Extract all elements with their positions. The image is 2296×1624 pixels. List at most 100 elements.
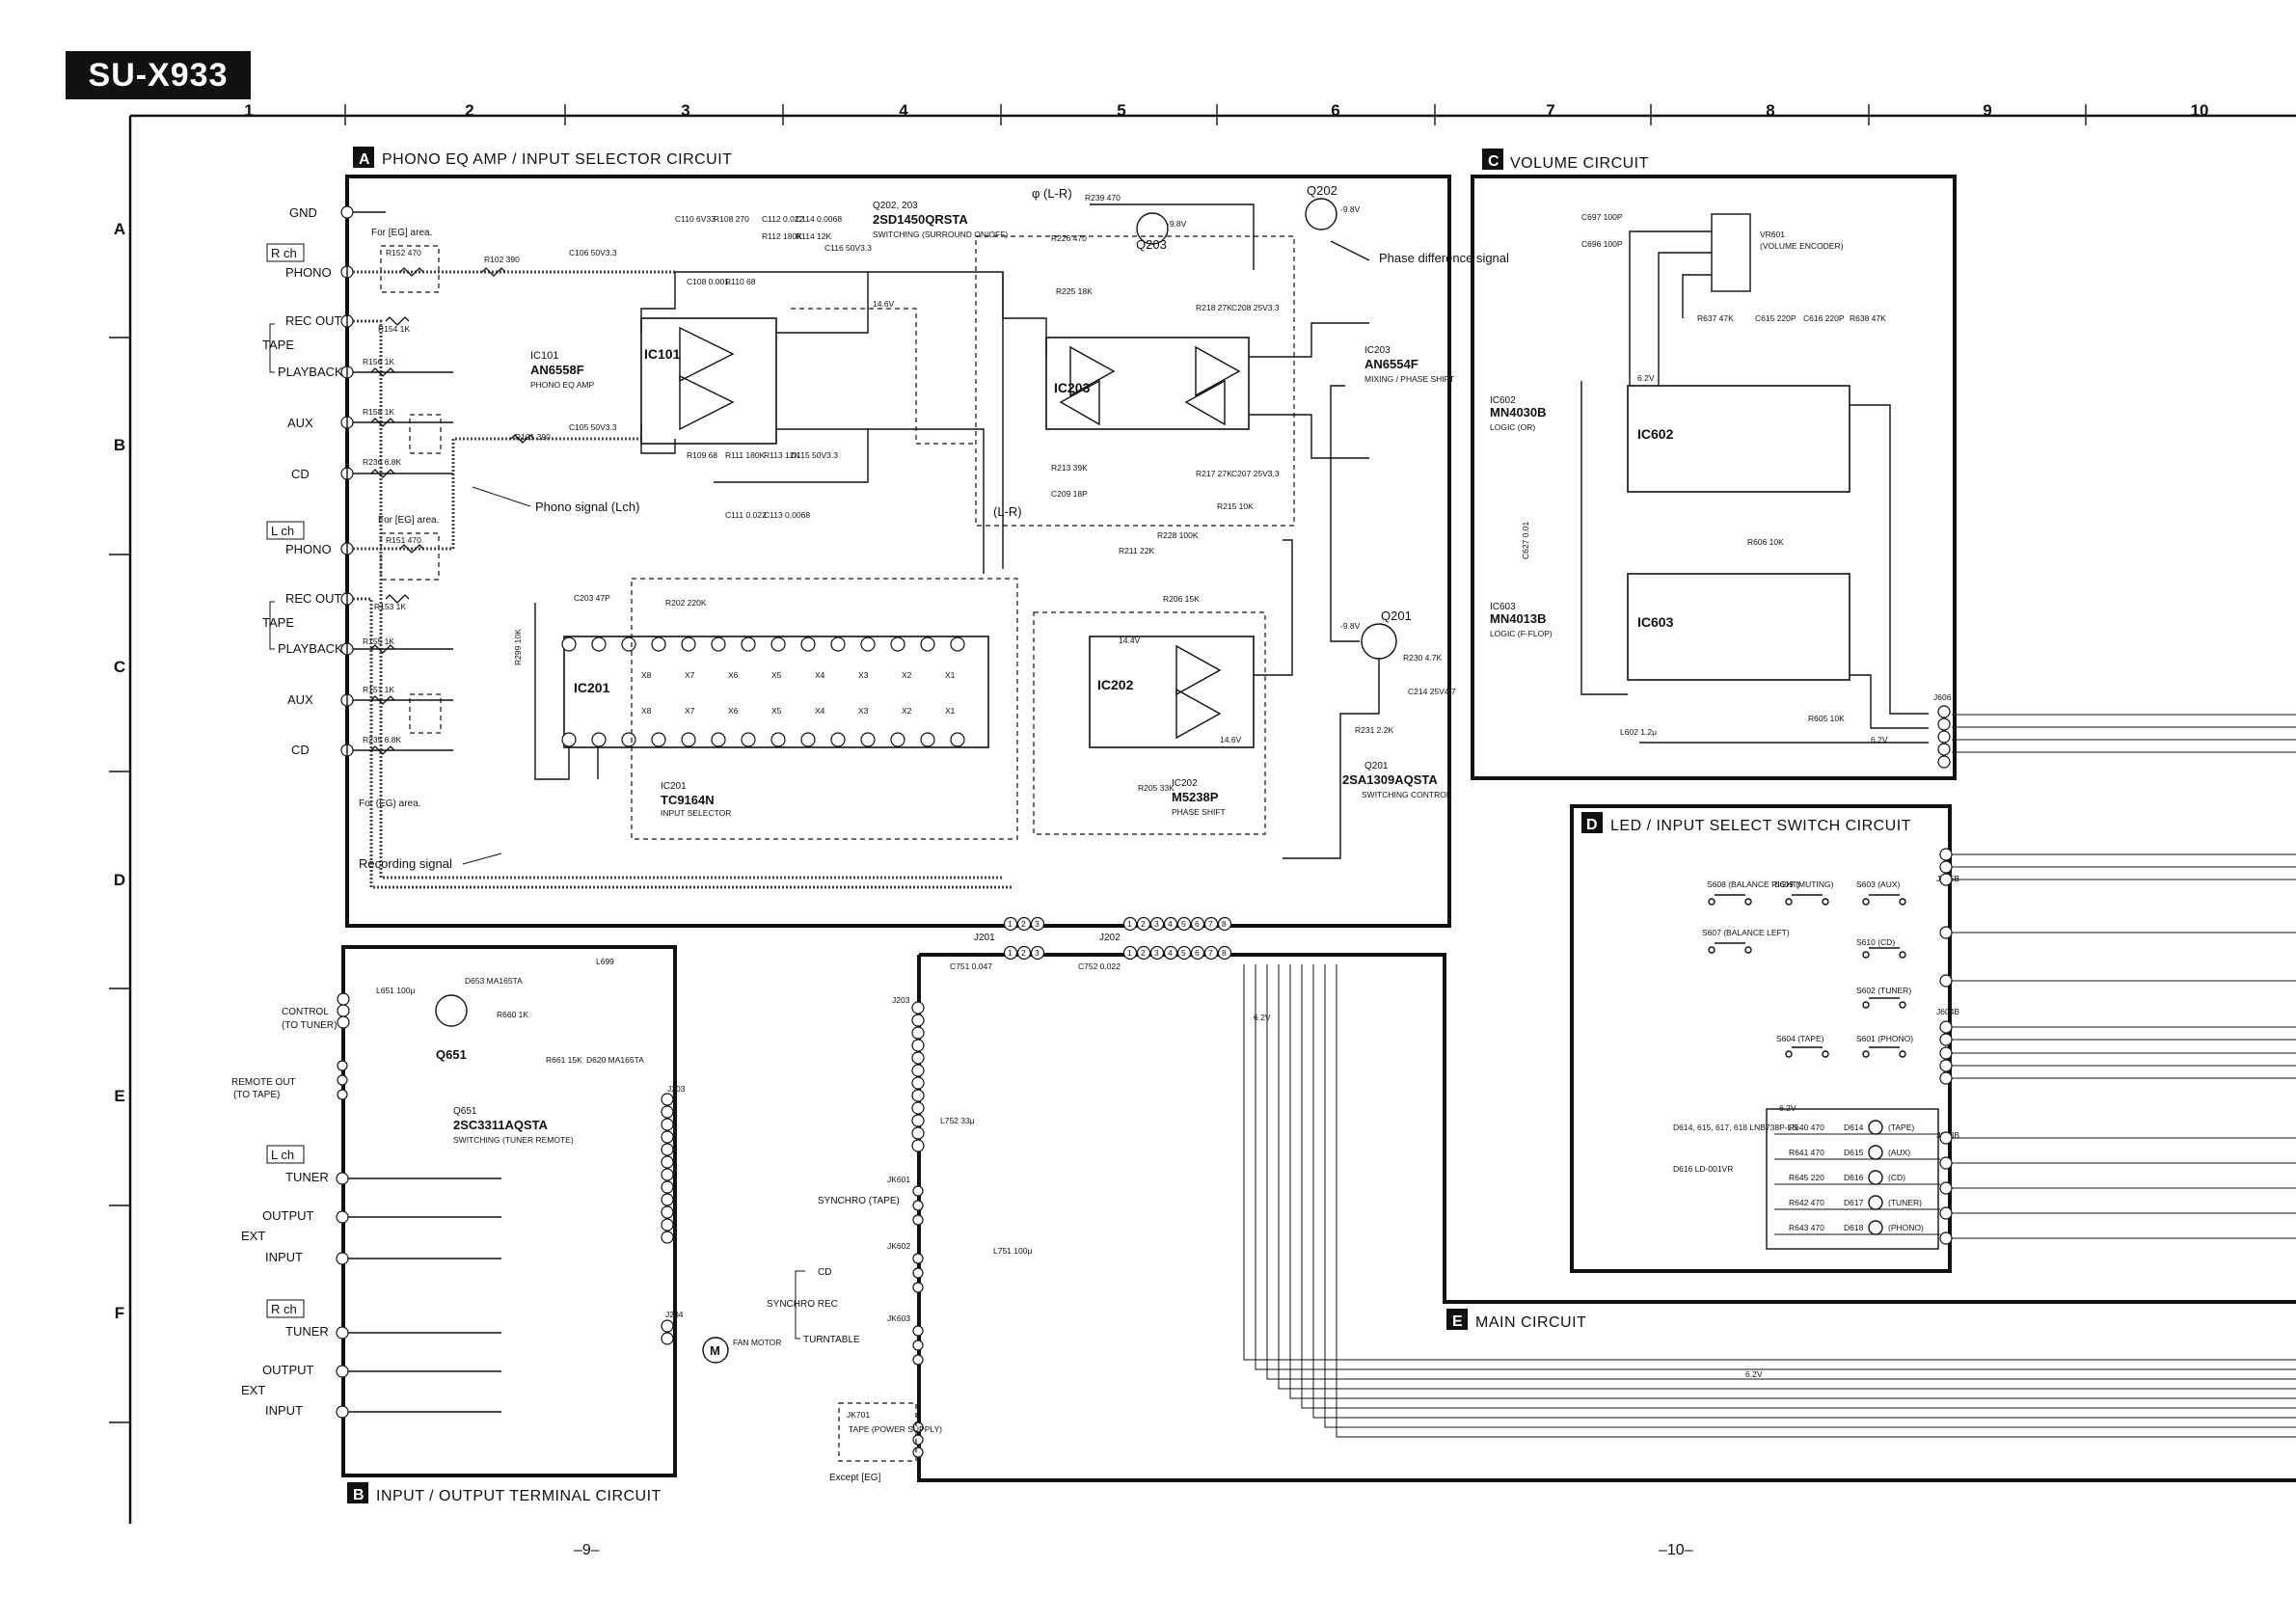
- r215-label: R215 10K: [1217, 501, 1254, 511]
- ic-pin: [800, 636, 816, 652]
- ic202-func: PHASE SHIFT: [1172, 807, 1226, 817]
- remote-jack: [337, 1060, 348, 1071]
- section-c-box: [1471, 175, 1957, 780]
- connector-pin: [661, 1168, 674, 1181]
- connector-pin: [1937, 755, 1951, 769]
- ic201-switch-label: X8: [641, 670, 652, 680]
- q202-203-func: SWITCHING (SURROUND ON/OFF): [873, 230, 1008, 239]
- q202-symbol: [1305, 198, 1337, 230]
- jack-pin: [912, 1214, 924, 1226]
- grid-col-10: 10: [2191, 101, 2209, 120]
- pin-number: 2: [1021, 948, 1026, 958]
- ic201-ref-inner: IC201: [574, 680, 610, 695]
- switch-contact: [1862, 951, 1870, 959]
- led-ref-label: D615: [1844, 1148, 1864, 1157]
- led-ref-label: D616: [1844, 1173, 1864, 1182]
- pin-number: 5: [1181, 948, 1186, 958]
- section-a-letter: A: [359, 151, 370, 168]
- r637-label: R637 47K: [1697, 313, 1734, 323]
- connector-pin: [661, 1093, 674, 1106]
- rca-jack: [336, 1405, 349, 1419]
- c214-label: C214 25V4.7: [1408, 687, 1456, 696]
- eg-area-box-r: [380, 245, 440, 293]
- led-group-box: [1766, 1108, 1939, 1250]
- ic603-func: LOGIC (F-FLOP): [1490, 629, 1553, 638]
- connector-pin: [1149, 945, 1165, 961]
- v62-e1: 6.2V: [1254, 1013, 1271, 1022]
- input-r-label: INPUT: [265, 1403, 303, 1418]
- rca-jack: [336, 1172, 349, 1185]
- ic603-ref-inner: IC603: [1637, 614, 1674, 630]
- bus-line: [1266, 964, 2296, 1380]
- l699-label: L699: [596, 957, 614, 966]
- grid-row-E: E: [114, 1087, 124, 1105]
- pin-number: 1: [1008, 948, 1013, 958]
- r213-label: R213 39K: [1051, 463, 1088, 473]
- connector-pin: [1122, 945, 1138, 961]
- c203-label: C203 47P: [574, 593, 610, 603]
- grid-col-6: 6: [1331, 101, 1339, 120]
- pin-number: 4: [1168, 919, 1173, 929]
- jack-pin: [912, 1340, 924, 1351]
- ic602-ref: IC602: [1490, 395, 1516, 406]
- connector-pin: [661, 1332, 674, 1345]
- ic101-func: PHONO EQ AMP: [530, 380, 594, 390]
- grid-col-4: 4: [899, 101, 908, 120]
- rch-box-a: [266, 243, 305, 262]
- recording-signal-r: [353, 319, 1003, 880]
- sheet-frame: [128, 114, 2296, 1524]
- jack-pin: [912, 1325, 924, 1337]
- section-a-resistors: [370, 267, 535, 755]
- ic201-switch-label: X6: [728, 706, 739, 716]
- resistor: [370, 418, 395, 427]
- resistor: [399, 544, 424, 554]
- connector-pin: [911, 1064, 925, 1077]
- jack-pin: [912, 1434, 924, 1446]
- led-function-label: (TUNER): [1888, 1198, 1922, 1207]
- r113-label: R113 12K: [764, 450, 800, 460]
- ic201-switch-label: X5: [771, 706, 782, 716]
- r211-label: R211 22K: [1119, 546, 1155, 555]
- section-a-box: [345, 175, 1451, 928]
- s604-label: S604 (TAPE): [1776, 1034, 1824, 1043]
- led-resistor-label: R642 470: [1789, 1198, 1824, 1207]
- s609-label: S609 (MUTING): [1774, 880, 1834, 889]
- eg-area-box-aux-r: [409, 414, 442, 454]
- rch-label-a: R ch: [271, 246, 297, 260]
- q651-part: 2SC3311AQSTA: [453, 1118, 549, 1132]
- connector-pin: [911, 1051, 925, 1065]
- section-c-title: VOLUME CIRCUIT: [1510, 155, 1649, 172]
- r226-label: R226 470: [1051, 233, 1087, 243]
- ic201-switch-label: X5: [771, 670, 782, 680]
- connector-pin: [1939, 1206, 1953, 1220]
- jk602-label: JK602: [887, 1241, 910, 1251]
- pin-number: 8: [1222, 948, 1227, 958]
- r239-label: R239 470: [1085, 193, 1121, 203]
- pin-number: 5: [1181, 919, 1186, 929]
- v62-e3: 6.2V: [1779, 1103, 1796, 1113]
- ic203-ref: IC203: [1364, 345, 1391, 356]
- connector-pin: [911, 1014, 925, 1027]
- ic-pin: [711, 636, 726, 652]
- ic-pin: [950, 636, 965, 652]
- fan-motor-label: FAN MOTOR: [733, 1338, 781, 1347]
- c627-label: C627 0.01: [1521, 522, 1530, 559]
- r109-label: R109 68: [687, 450, 717, 460]
- ic-pin: [950, 732, 965, 747]
- synchro-tape-label: SYNCHRO (TAPE): [818, 1196, 900, 1206]
- connector-pin: [1003, 945, 1018, 961]
- s607-label: S607 (BALANCE LEFT): [1702, 928, 1790, 937]
- recording-signal-l: [353, 597, 1013, 889]
- rca-jack: [336, 1252, 349, 1265]
- connector-pin: [911, 1039, 925, 1052]
- ic201-dashed-region: [631, 578, 1018, 840]
- page-number-left: –9–: [574, 1542, 600, 1558]
- lch-label-a: L ch: [271, 524, 294, 538]
- r605-label: R605 10K: [1808, 714, 1845, 723]
- l602-label: L602 1.2μ: [1620, 727, 1657, 737]
- led-ref-label: D617: [1844, 1198, 1864, 1207]
- ic201-ref: IC201: [661, 781, 687, 792]
